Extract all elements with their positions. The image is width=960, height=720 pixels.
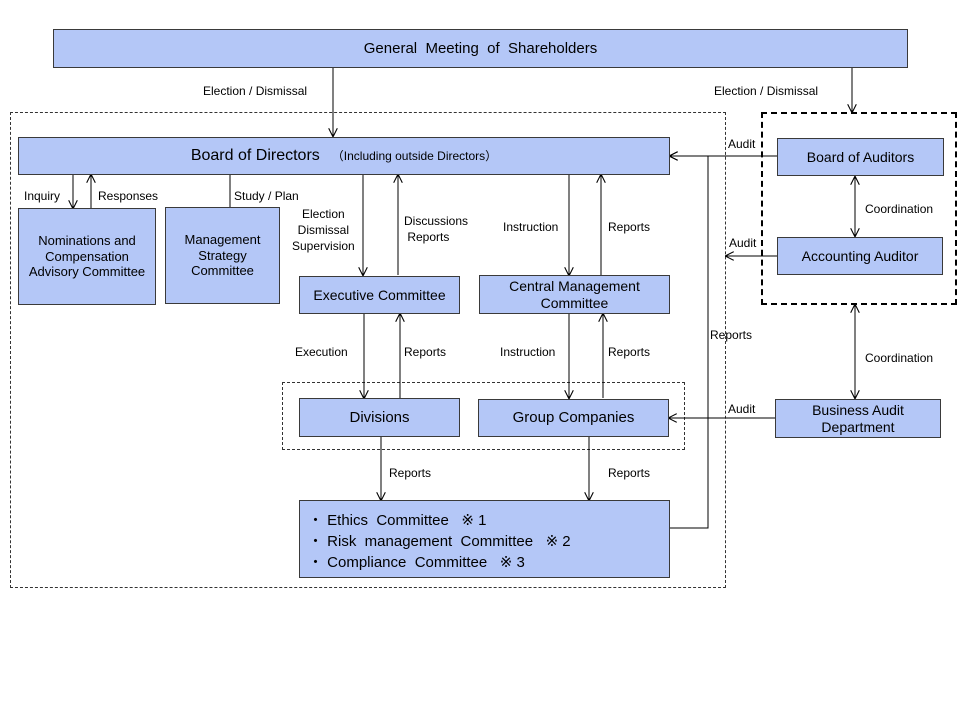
group-companies-box: Group Companies bbox=[478, 399, 669, 437]
audit-accounting-label: Audit bbox=[729, 236, 757, 250]
central-management-label: Central Management Committee bbox=[509, 277, 640, 311]
divisions-label: Divisions bbox=[349, 408, 410, 426]
board-of-auditors-box: Board of Auditors bbox=[777, 138, 944, 176]
accounting-auditor-box: Accounting Auditor bbox=[777, 237, 943, 275]
company-boundary bbox=[10, 112, 726, 588]
board-of-directors-sublabel: （Including outside Directors） bbox=[331, 148, 498, 163]
instruction-top-label: Instruction bbox=[503, 220, 559, 234]
committees-box: ・ Ethics Committee ※ 1 ・ Risk management… bbox=[299, 500, 670, 578]
reports-right-label: Reports bbox=[710, 328, 753, 342]
audit-board-label: Audit bbox=[728, 137, 756, 151]
business-audit-label: Business Audit Department bbox=[812, 401, 904, 435]
auditors-group-boundary bbox=[761, 112, 957, 305]
group-companies-label: Group Companies bbox=[512, 409, 635, 426]
management-strategy-box: Management Strategy Committee bbox=[165, 207, 280, 304]
board-of-directors-box: Board of Directors （Including outside Di… bbox=[18, 137, 670, 175]
election-line: Election bbox=[302, 207, 345, 221]
risk-management-committee-item: ・ Risk management Committee ※ 2 bbox=[308, 533, 571, 550]
instruction-mid-label: Instruction bbox=[500, 345, 556, 359]
accounting-auditor-label: Accounting Auditor bbox=[801, 247, 919, 264]
general-meeting-box: General Meeting of Shareholders bbox=[53, 29, 908, 68]
election-dismissal-right-label: Election / Dismissal bbox=[714, 84, 819, 98]
study-plan-label: Study / Plan bbox=[234, 189, 299, 203]
board-of-auditors-label: Board of Auditors bbox=[806, 148, 915, 165]
reports-group-up-label: Reports bbox=[608, 345, 651, 359]
reports-group-down-label: Reports bbox=[608, 466, 651, 480]
inquiry-label: Inquiry bbox=[24, 189, 61, 203]
election-dismissal-supervision-label: Election Dismissal Supervision bbox=[292, 206, 355, 255]
discussions-line: Discussions bbox=[404, 214, 469, 228]
discussions-reports-label: Discussions Reports bbox=[404, 213, 468, 245]
compliance-committee-item: ・ Compliance Committee ※ 3 bbox=[308, 554, 525, 571]
reports-exec-up-label: Reports bbox=[404, 345, 447, 359]
responses-label: Responses bbox=[98, 189, 159, 203]
executive-committee-box: Executive Committee bbox=[299, 276, 460, 314]
operations-group-boundary bbox=[282, 382, 685, 450]
divisions-box: Divisions bbox=[299, 398, 460, 437]
audit-group-label: Audit bbox=[728, 402, 756, 416]
dismissal-line: Dismissal bbox=[297, 223, 350, 238]
executive-committee-label: Executive Committee bbox=[313, 286, 446, 303]
nominations-committee-label: Nominations and Compensation Advisory Co… bbox=[28, 233, 146, 280]
reports-central-up-label: Reports bbox=[608, 220, 651, 234]
reports-divisions-down-label: Reports bbox=[389, 466, 432, 480]
central-management-box: Central Management Committee bbox=[479, 275, 670, 314]
election-dismissal-left-label: Election / Dismissal bbox=[203, 84, 308, 98]
coordination-top-label: Coordination bbox=[865, 202, 934, 216]
reports-line: Reports bbox=[404, 230, 450, 245]
ethics-committee-item: ・ Ethics Committee ※ 1 bbox=[308, 512, 487, 529]
board-of-directors-label: Board of Directors bbox=[190, 147, 320, 165]
general-meeting-label: General Meeting of Shareholders bbox=[363, 39, 598, 57]
nominations-committee-box: Nominations and Compensation Advisory Co… bbox=[18, 208, 156, 305]
business-audit-box: Business Audit Department bbox=[775, 399, 941, 438]
supervision-line: Supervision bbox=[292, 239, 355, 254]
management-strategy-label: Management Strategy Committee bbox=[184, 232, 261, 279]
coordination-bottom-label: Coordination bbox=[865, 351, 934, 365]
execution-label: Execution bbox=[295, 345, 348, 359]
